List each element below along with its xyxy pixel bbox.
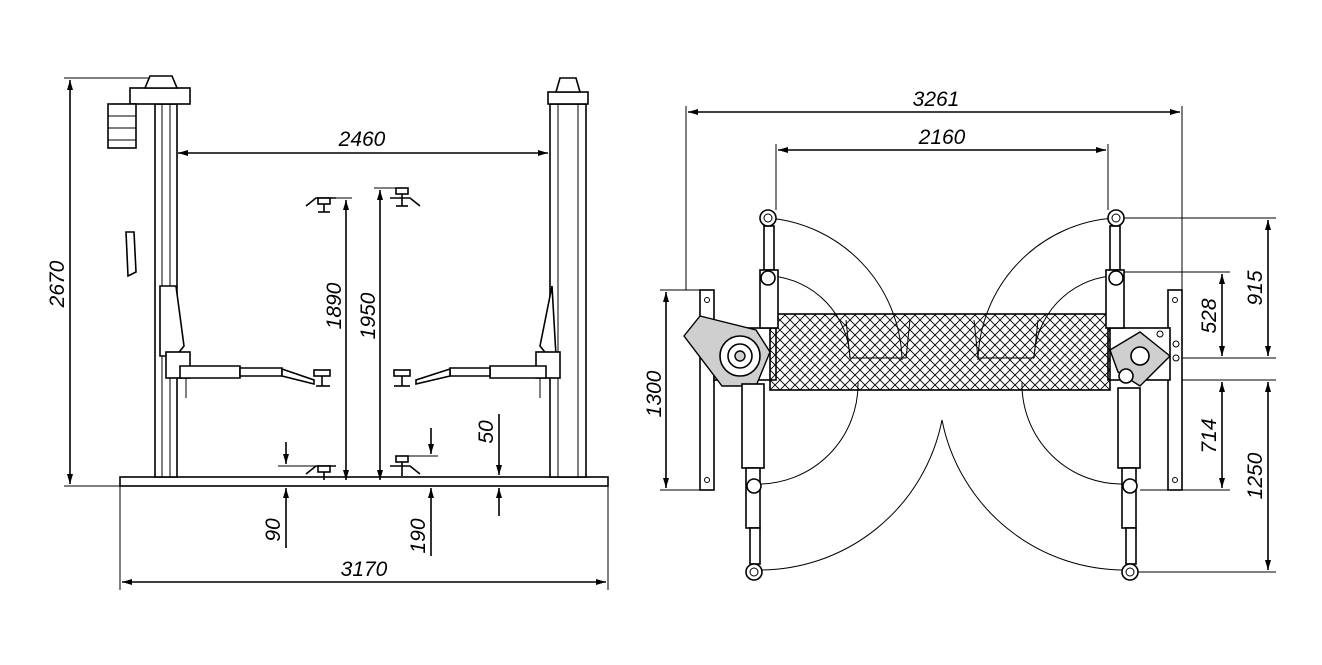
right-column xyxy=(539,77,589,478)
dim-arm-front-long: 915 xyxy=(1244,270,1267,305)
dim-max-pad-height: 190 xyxy=(407,518,430,553)
base-frames xyxy=(699,289,1183,491)
dim-arm-rear-short: 714 xyxy=(1198,418,1221,453)
dim-min-pad-height: 90 xyxy=(262,518,285,542)
base-plate xyxy=(119,476,609,487)
dim-top-between-columns: 2160 xyxy=(918,126,966,149)
dim-arm-rear-long: 1250 xyxy=(1244,452,1267,499)
right-lift-arm xyxy=(393,351,561,398)
left-lift-arm xyxy=(165,351,331,398)
dim-base-depth: 1300 xyxy=(643,370,666,417)
arm-sweep-arcs xyxy=(755,217,1127,571)
dim-between-columns: 2460 xyxy=(338,128,386,151)
dim-lift-height-low: 1890 xyxy=(323,282,346,329)
dim-pad-gap: 50 xyxy=(475,420,498,444)
dim-lift-height-high: 1950 xyxy=(357,292,380,339)
motor-unit xyxy=(107,103,137,149)
dim-arm-front-short: 528 xyxy=(1198,298,1221,333)
top-view: 3261 2160 1300 915 528 714 1250 xyxy=(643,88,1276,581)
lock-unit xyxy=(1109,331,1172,387)
dim-overall-width: 3170 xyxy=(341,558,388,581)
front-view: 2670 2460 1890 1950 50 90 190 3170 xyxy=(46,75,609,590)
dim-overall-height: 2670 xyxy=(46,260,69,308)
top-lift-arms xyxy=(741,209,1141,581)
floor-cover-plate xyxy=(769,313,1111,391)
dim-top-overall-width: 3261 xyxy=(913,88,960,111)
motor-housing xyxy=(683,315,771,387)
left-column xyxy=(107,75,191,478)
raised-pads xyxy=(305,187,421,213)
lowered-pads xyxy=(305,455,421,480)
